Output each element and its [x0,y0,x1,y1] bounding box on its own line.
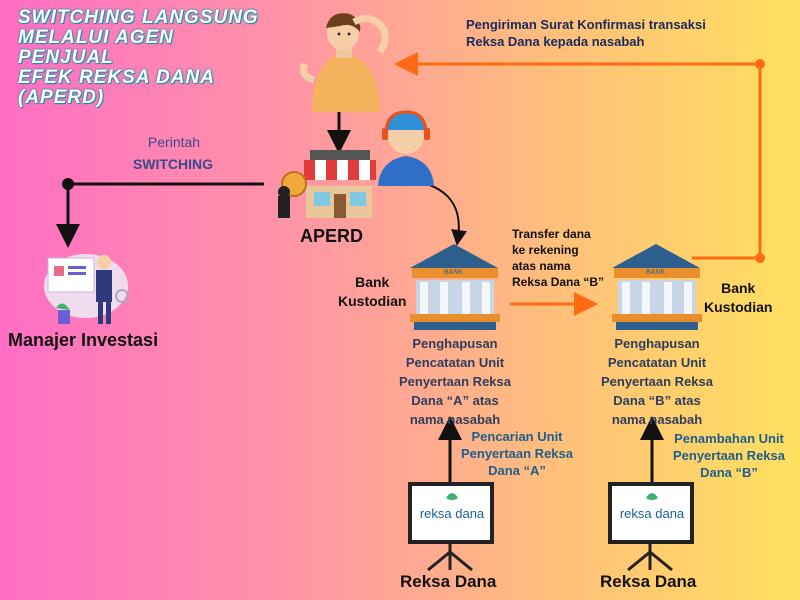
aperd-label: APERD [300,226,364,246]
switching-order-arrow [56,178,264,248]
redeem-note: Pencarian Unit Penyertaan Reksa Dana “A” [460,429,573,478]
switching-label: SWITCHING [132,156,214,172]
bank-right-label: Bank Kustodian [704,280,773,315]
reksa-dana-left-label: Reksa Dana [400,572,497,591]
bank-left-sign: BANK [444,269,464,276]
desc-left: Penghapusan Pencatatan Unit Penyertaan R… [398,336,511,427]
bank-right-illustration [612,244,702,330]
confirmation-arrow [394,52,765,263]
customer-person-illustration [300,13,389,112]
transfer-note: Transfer dana ke rekening atas nama Reks… [512,227,605,289]
investment-manager-illustration [44,254,129,324]
subscribe-note: Penambahan Unit Penyertaan Reksa Dana “B… [672,431,785,480]
reksa-dana-board-left [408,482,494,572]
confirmation-note: Pengiriman Surat Konfirmasi transaksi Re… [466,17,706,49]
aperd-shop-illustration [278,150,376,218]
desc-right: Penghapusan Pencatatan Unit Penyertaan R… [600,336,713,427]
aperd-to-bank-arrow [419,181,468,246]
customer-service-agent-illustration [378,110,434,186]
bank-left-label: Bank Kustodian [338,274,407,309]
reksa-dana-board-right [608,482,694,572]
bank-right-sign: BANK [646,269,666,276]
reksa-dana-right-label: Reksa Dana [600,572,697,591]
board-left-logo: reksa dana [419,506,485,521]
bank-left-illustration [410,244,500,330]
board-right-logo: reksa dana [619,506,685,521]
manager-label: Manajer Investasi [8,330,159,350]
page-title: SWITCHING LANGSUNG MELALUI AGEN PENJUAL … [18,7,259,108]
order-label: Perintah [147,134,201,150]
